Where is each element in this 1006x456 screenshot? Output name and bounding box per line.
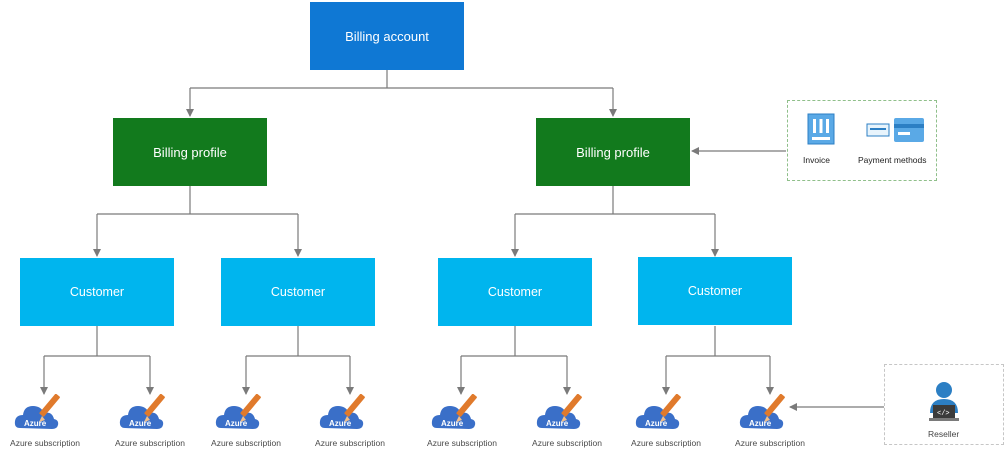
- customer-label: Customer: [69, 285, 125, 299]
- billing-profile-label: Billing profile: [153, 144, 227, 160]
- reseller-icon: </>: [929, 382, 959, 421]
- azure-subscription-label: Azure subscription: [10, 438, 80, 448]
- reseller-group: </> Reseller: [884, 364, 1004, 445]
- payment-methods-icon: [866, 118, 924, 142]
- azure-subscription-label: Azure subscription: [735, 438, 805, 448]
- azure-subscription-label: Azure subscription: [211, 438, 281, 448]
- invoice-label: Invoice: [803, 155, 830, 165]
- azure-cloud-icon: Azure: [635, 394, 681, 429]
- customer-node: Customer: [438, 258, 592, 326]
- billing-profile-label: Billing profile: [576, 144, 650, 160]
- azure-icon-text: Azure: [129, 419, 152, 428]
- azure-cloud-icon: Azure: [431, 394, 477, 429]
- customer-label: Customer: [270, 285, 326, 299]
- customer-label: Customer: [487, 285, 543, 299]
- customer-node: Customer: [221, 258, 375, 326]
- azure-subscription: Azure Azure subscription: [522, 394, 612, 450]
- azure-subscription-label: Azure subscription: [532, 438, 602, 448]
- azure-subscription: Azure Azure subscription: [0, 394, 90, 450]
- azure-subscription: Azure Azure subscription: [201, 394, 291, 450]
- profile-details-group: Invoice Payment methods: [787, 100, 937, 181]
- azure-cloud-icon: Azure: [319, 394, 365, 429]
- azure-icon-text: Azure: [749, 419, 772, 428]
- azure-subscription: Azure Azure subscription: [621, 394, 711, 450]
- azure-subscription-label: Azure subscription: [315, 438, 385, 448]
- reseller-label: Reseller: [928, 429, 960, 439]
- customer-node: Customer: [638, 257, 792, 325]
- billing-profile-node: Billing profile: [536, 118, 690, 186]
- customer-node: Customer: [20, 258, 174, 326]
- invoice-icon: [807, 113, 835, 145]
- azure-subscription: Azure Azure subscription: [725, 394, 815, 450]
- azure-subscription: Azure Azure subscription: [417, 394, 507, 450]
- azure-subscription-label: Azure subscription: [427, 438, 497, 448]
- azure-cloud-icon: Azure: [215, 394, 261, 429]
- azure-icon-text: Azure: [441, 419, 464, 428]
- svg-text:</>: </>: [937, 410, 950, 418]
- azure-subscription-label: Azure subscription: [631, 438, 701, 448]
- azure-subscription: Azure Azure subscription: [305, 394, 395, 450]
- azure-cloud-icon: Azure: [119, 394, 165, 429]
- azure-icon-text: Azure: [645, 419, 668, 428]
- azure-subscription: Azure Azure subscription: [105, 394, 195, 450]
- azure-icon-text: Azure: [225, 419, 248, 428]
- azure-icon-text: Azure: [546, 419, 569, 428]
- azure-subscription-label: Azure subscription: [115, 438, 185, 448]
- azure-icon-text: Azure: [329, 419, 352, 428]
- billing-account-node: Billing account: [310, 2, 464, 70]
- azure-icon-text: Azure: [24, 419, 47, 428]
- azure-cloud-icon: Azure: [536, 394, 582, 429]
- customer-label: Customer: [687, 284, 743, 298]
- billing-profile-node: Billing profile: [113, 118, 267, 186]
- billing-account-label: Billing account: [345, 28, 429, 44]
- payment-methods-label: Payment methods: [858, 155, 927, 165]
- azure-cloud-icon: Azure: [739, 394, 785, 429]
- azure-cloud-icon: Azure: [14, 394, 60, 429]
